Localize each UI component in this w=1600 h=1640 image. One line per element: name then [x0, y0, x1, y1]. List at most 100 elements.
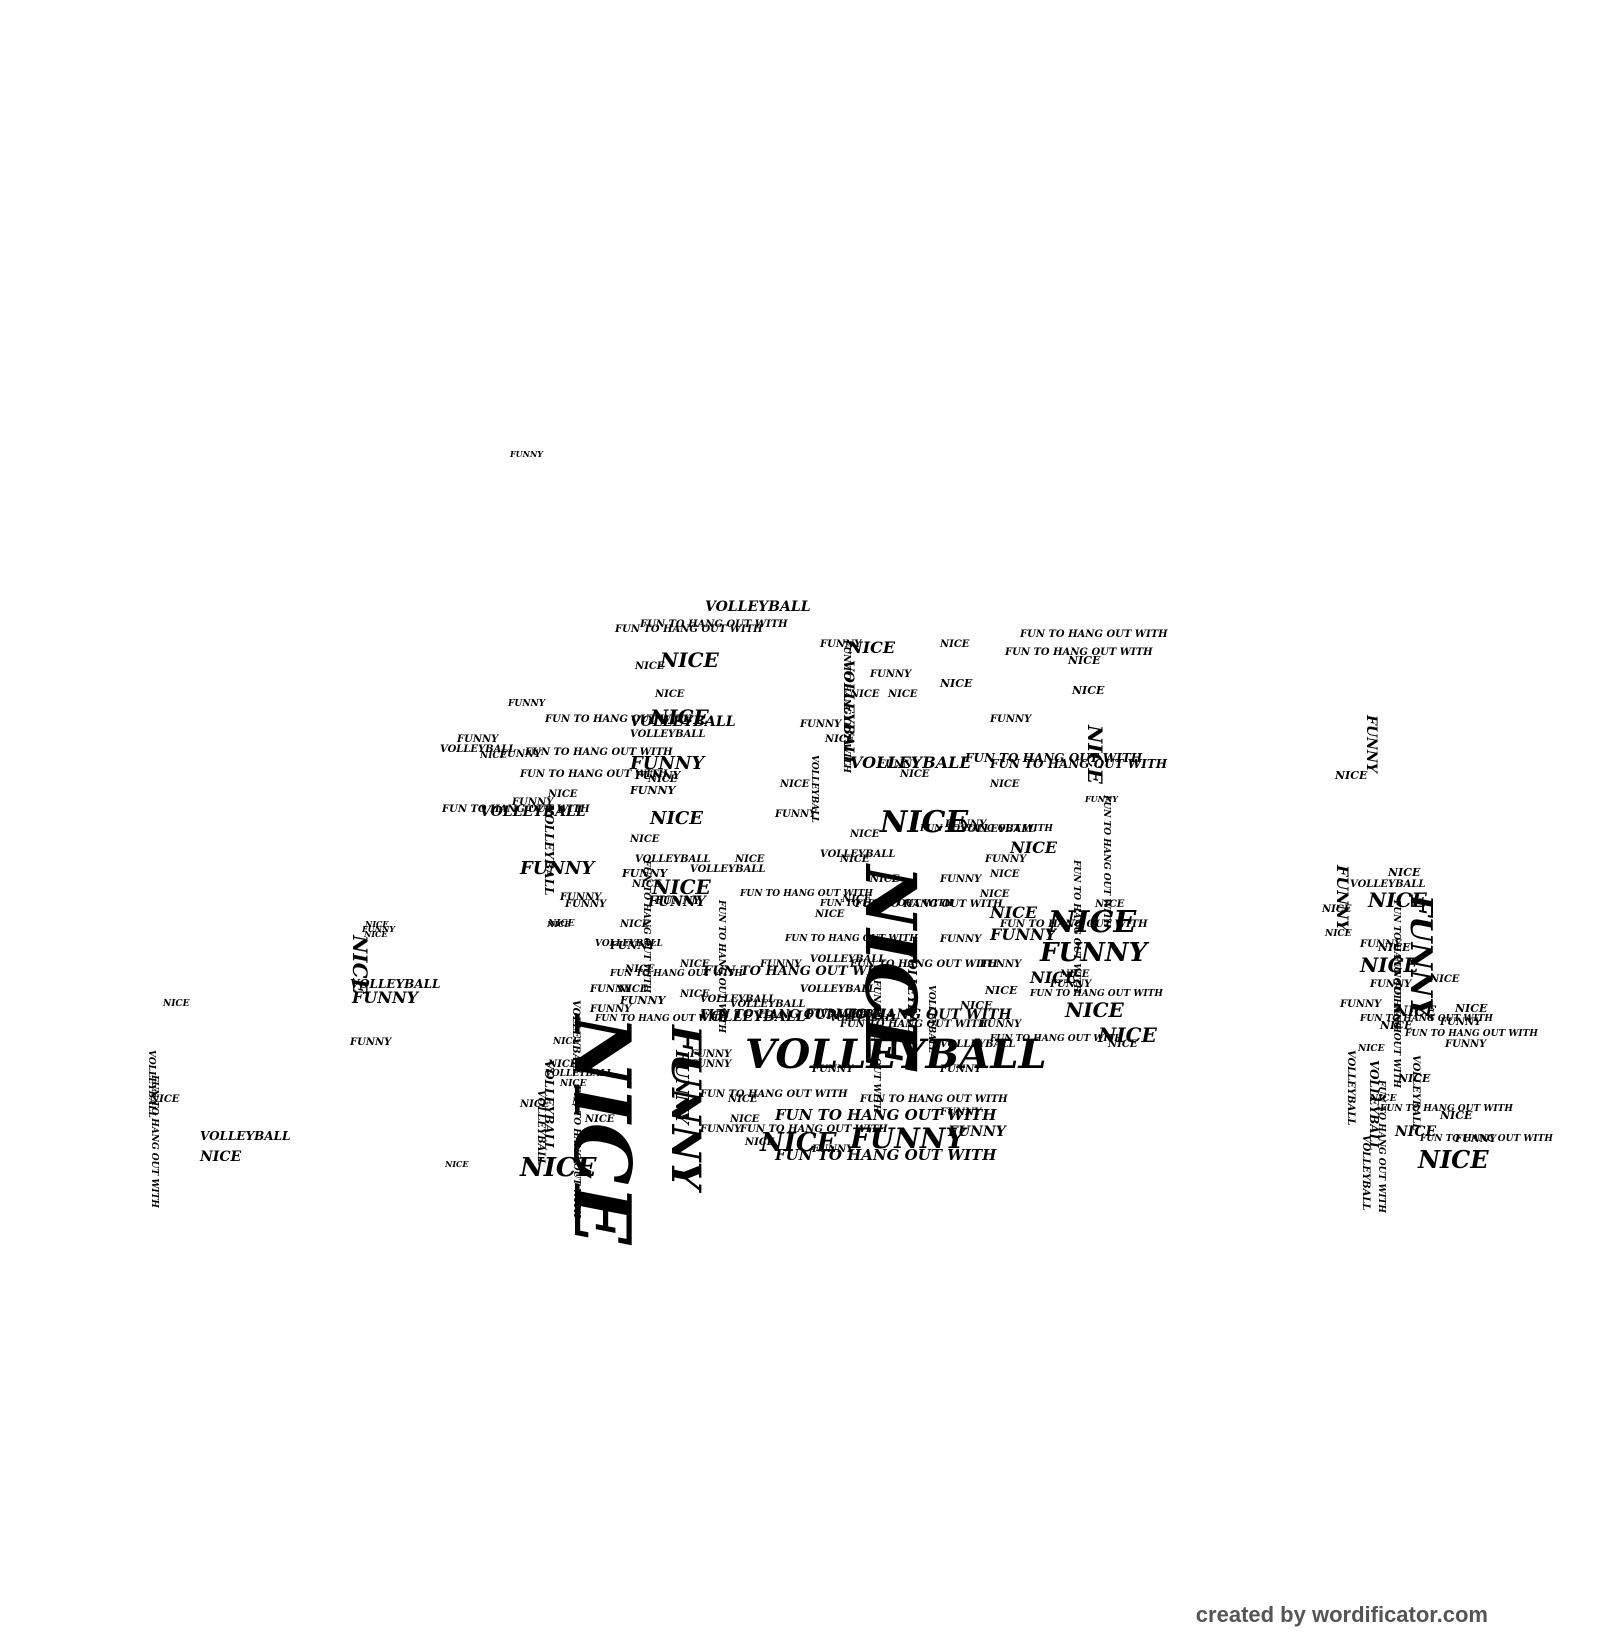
cloud-word: FUNNY [990, 714, 1032, 725]
cloud-word: NICE [1370, 1094, 1397, 1104]
cloud-word: FUN TO HANG OUT WITH [615, 624, 763, 635]
cloud-word: FUN TO HANG OUT WITH [703, 964, 895, 979]
cloud-word: NICE [1065, 998, 1124, 1022]
cloud-word: FUN TO HANG OUT WITH [1380, 1104, 1513, 1114]
cloud-word: NICE [850, 689, 880, 700]
cloud-word: VOLLEYBALL [350, 977, 441, 991]
cloud-word: FUN TO HANG OUT WITH [595, 1014, 728, 1024]
cloud-word: NICE [990, 903, 1038, 922]
cloud-word: NICE [1010, 838, 1058, 857]
cloud-word: FUN TO HANG OUT WITH [850, 959, 998, 970]
cloud-word: FUNNY [945, 819, 987, 830]
cloud-word: NICE [365, 919, 389, 929]
cloud-word: NICE [1095, 899, 1125, 910]
cloud-word: VOLLEYBALL [480, 804, 586, 820]
cloud-word: FUN TO HANG OUT WITH [640, 619, 788, 630]
cloud-word: FUN TO HANG OUT WITH [525, 747, 673, 758]
cloud-word: NICE [1048, 905, 1137, 940]
cloud-word: NICE [548, 1059, 578, 1070]
cloud-word: NICE [635, 661, 665, 672]
cloud-word: FUNNY [590, 1004, 632, 1015]
cloud-word: FUN TO HANG OUT WITH [740, 889, 873, 899]
cloud-word: NICE [1455, 1002, 1488, 1015]
cloud-word: NICE [1395, 1004, 1437, 1020]
cloud-word: FUNNY [850, 1122, 966, 1155]
cloud-word: FUNNY [610, 939, 656, 952]
cloud-word: FUN TO HANG OUT WITH [920, 824, 1053, 834]
cloud-word: FUNNY [990, 925, 1056, 944]
cloud-word: FUN TO HANG OUT WITH [571, 1085, 581, 1218]
cloud-word: NICE [735, 854, 765, 865]
cloud-word: FUNNY [520, 858, 595, 879]
cloud-word: VOLLEYBALL [730, 999, 806, 1010]
cloud-word: FUNNY [620, 994, 666, 1007]
cloud-word: FUNNY [940, 874, 982, 885]
cloud-word: NICE [364, 929, 388, 939]
cloud-word: FUNNY [940, 934, 982, 945]
cloud-word: FUNNY [980, 959, 1022, 970]
cloud-word: FUNNY [1050, 979, 1092, 990]
cloud-word: VOLLEYBALL [440, 744, 516, 755]
cloud-word: NICE [728, 1094, 758, 1105]
cloud-word: NICE [547, 919, 571, 929]
cloud-word: FUN TO HANG OUT WITH [1071, 860, 1081, 993]
cloud-word: VOLLEYBALL [1345, 1050, 1356, 1126]
cloud-word: FUNNY [510, 449, 543, 459]
cloud-word: NICE [760, 1128, 837, 1158]
cloud-word: FUNNY [775, 809, 817, 820]
cloud-word: FUNNY [512, 797, 554, 808]
cloud-word: FUNNY [690, 1059, 732, 1070]
cloud-word: FUNNY [500, 749, 542, 760]
cloud-word: FUNNY [622, 867, 668, 880]
cloud-word: NICE [655, 689, 685, 700]
cloud-word: NICE [650, 808, 703, 829]
cloud-word: FUN TO HANG OUT WITH [965, 751, 1143, 765]
cloud-word: FUNNY [812, 1064, 854, 1075]
cloud-word: NICE [620, 919, 650, 930]
cloud-word: FUNNY [700, 1124, 742, 1135]
cloud-word: FUN TO HANG OUT WITH [740, 1124, 888, 1135]
cloud-word: VOLLEYBALL [200, 1129, 291, 1143]
cloud-word: VOLLEYBALL [800, 984, 876, 995]
cloud-word: FUNNY [362, 924, 395, 934]
cloud-word: FUN TO HANG OUT WITH [700, 1007, 878, 1021]
cloud-word: FUNNY [1440, 1017, 1482, 1028]
cloud-word: FUN TO HANG OUT WITH [841, 640, 851, 773]
cloud-word: FUNNY [940, 1064, 982, 1075]
cloud-word: FUN TO HANG OUT WITH [1101, 795, 1111, 928]
cloud-word: NICE [1068, 654, 1101, 667]
cloud-word: VOLLEYBALL [1350, 879, 1426, 890]
cloud-word: FUNNY [635, 769, 681, 782]
cloud-word: FUNNY [1445, 1039, 1487, 1050]
cloud-word: NICE [840, 854, 870, 865]
cloud-word: NICE [990, 779, 1020, 790]
cloud-word: FUN TO HANG OUT WITH [1360, 1014, 1493, 1024]
cloud-word: NICE [163, 999, 190, 1009]
cloud-word: NICE [848, 638, 896, 657]
cloud-word: NICE [648, 774, 678, 785]
cloud-word: NICE [632, 879, 662, 890]
cloud-word: NICE [445, 1159, 469, 1169]
cloud-word: NICE [1418, 1145, 1489, 1174]
cloud-word: FUNNY [508, 699, 546, 709]
cloud-word: VOLLEYBALL [745, 1031, 1047, 1078]
cloud-word: NICE [625, 964, 655, 975]
cloud-word: VOLLEYBALL [830, 1014, 898, 1024]
cloud-word: NICE [780, 779, 810, 790]
cloud-word: FUNNY [948, 1124, 1006, 1140]
cloud-word: FUN TO HANG OUT WITH [442, 804, 590, 815]
cloud-word: NICE [200, 1149, 242, 1165]
cloud-word: NICE [1030, 968, 1078, 987]
cloud-word: FUNNY [352, 988, 418, 1007]
cloud-word: NICE [815, 909, 845, 920]
cloud-word: FUNNY [1085, 794, 1118, 804]
cloud-word: NICE [548, 789, 578, 800]
cloud-word: FUNNY [1455, 1134, 1497, 1145]
cloud-word: FUNNY [1040, 938, 1148, 968]
cloud-word: NICE [1108, 1039, 1138, 1050]
cloud-word: NICE [985, 984, 1018, 997]
cloud-word: NICE [1430, 974, 1460, 985]
cloud-word: VOLLEYBALL [820, 1009, 896, 1020]
cloud-word: FUN TO HANG OUT WITH [1000, 919, 1148, 930]
